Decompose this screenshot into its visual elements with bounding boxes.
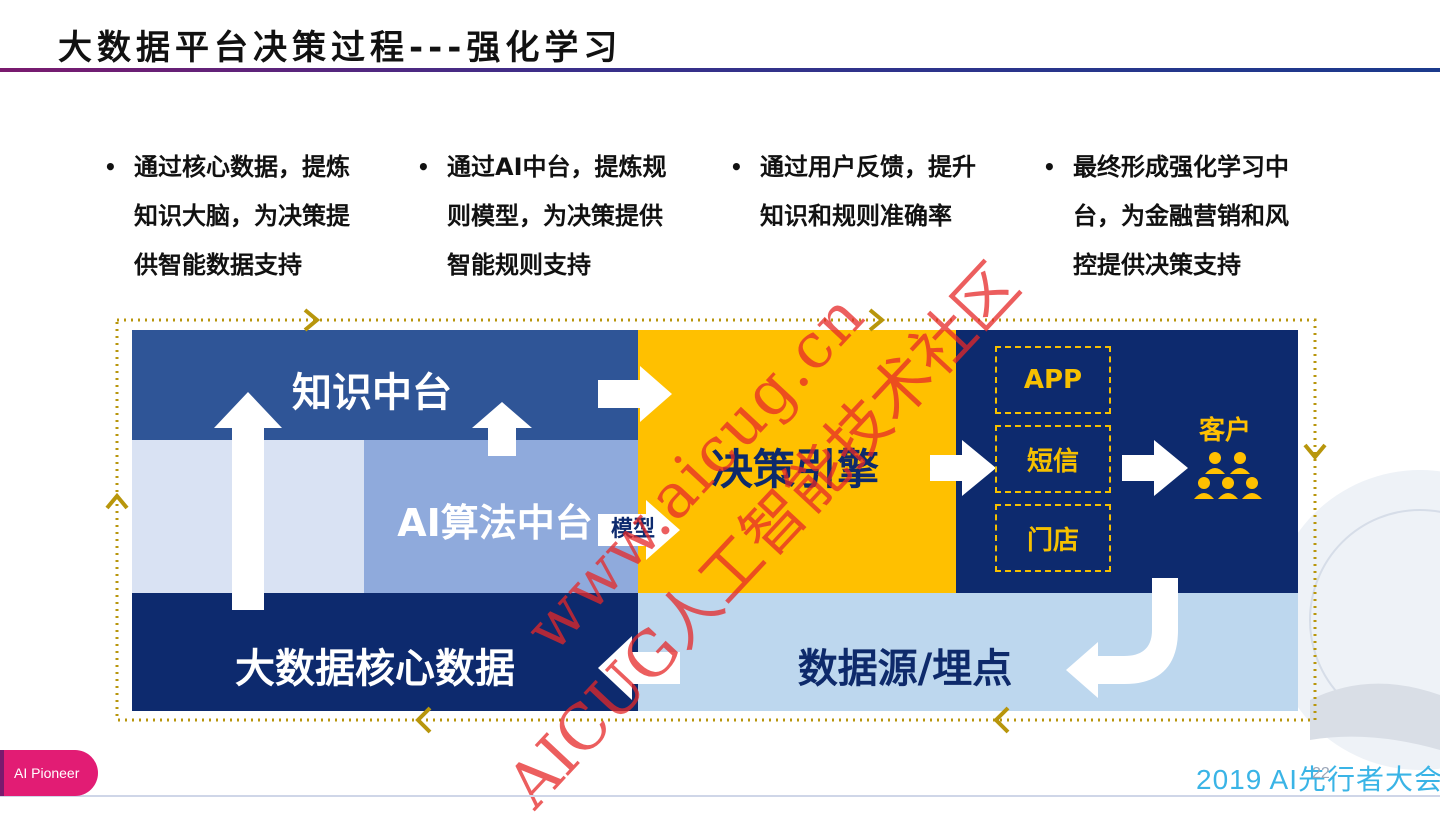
- brand-label: AI Pioneer: [14, 765, 79, 781]
- loop-chevron-icon: [418, 708, 430, 732]
- customer-label: 客户: [1190, 410, 1260, 447]
- curved-arrow-icon: [1066, 578, 1178, 698]
- core-data-label: 大数据核心数据: [220, 636, 530, 694]
- brand-stripe: [0, 750, 4, 796]
- data-source-label: 数据源/埋点: [780, 636, 1030, 694]
- decision-engine-label: 决策引擎: [690, 436, 900, 497]
- page-number: 22: [1312, 765, 1330, 783]
- channel-store: 门店: [995, 504, 1111, 572]
- right-arrow-icon: [598, 366, 672, 422]
- right-arrow-icon: [1122, 440, 1188, 496]
- diagram-arrows: [0, 0, 1440, 810]
- loop-chevron-icon: [870, 310, 882, 330]
- knowledge-platform-label: 知识中台: [232, 360, 512, 418]
- left-arrow-icon: [598, 636, 680, 700]
- ai-platform-label: AI算法中台: [380, 492, 610, 547]
- brand-tab: AI Pioneer: [0, 750, 98, 796]
- loop-chevron-icon: [107, 496, 127, 508]
- model-label: 模型: [598, 514, 668, 546]
- up-arrow-icon: [214, 392, 282, 610]
- channel-sms: 短信: [995, 425, 1111, 493]
- customer-group-icon: [1194, 452, 1262, 499]
- channel-app: APP: [995, 346, 1111, 414]
- right-arrow-icon: [930, 440, 996, 496]
